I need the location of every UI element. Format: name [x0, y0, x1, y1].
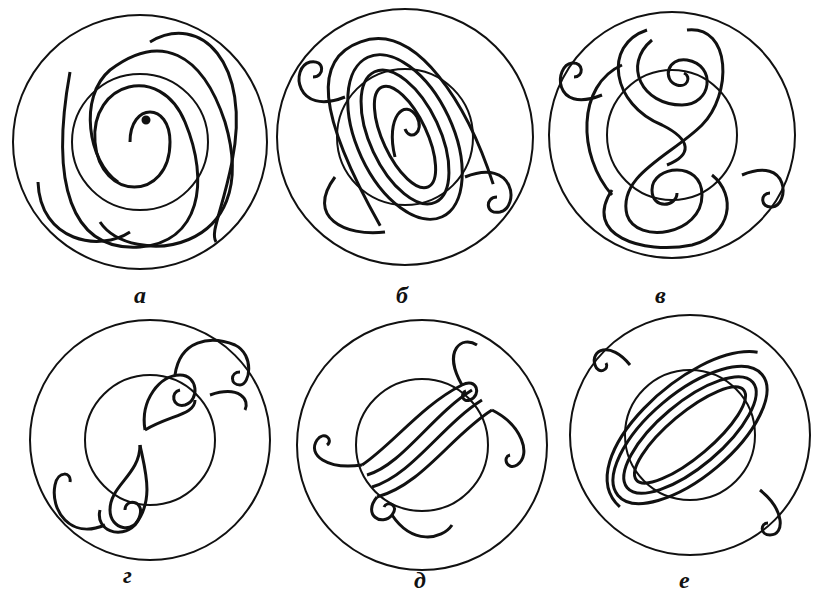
- panel-letter: е: [679, 568, 690, 592]
- panel-b: [277, 9, 533, 265]
- panel-letter: а: [134, 283, 146, 307]
- panel-d: [297, 320, 547, 570]
- panel-letter: б: [396, 283, 408, 307]
- panel-g: [30, 320, 270, 560]
- panel-letter: д: [414, 568, 426, 592]
- panel-letter: в: [655, 283, 666, 307]
- panel-a: [13, 15, 267, 269]
- panel-v: [549, 12, 795, 258]
- panel-letter: г: [123, 563, 132, 587]
- panel-e: [570, 315, 810, 555]
